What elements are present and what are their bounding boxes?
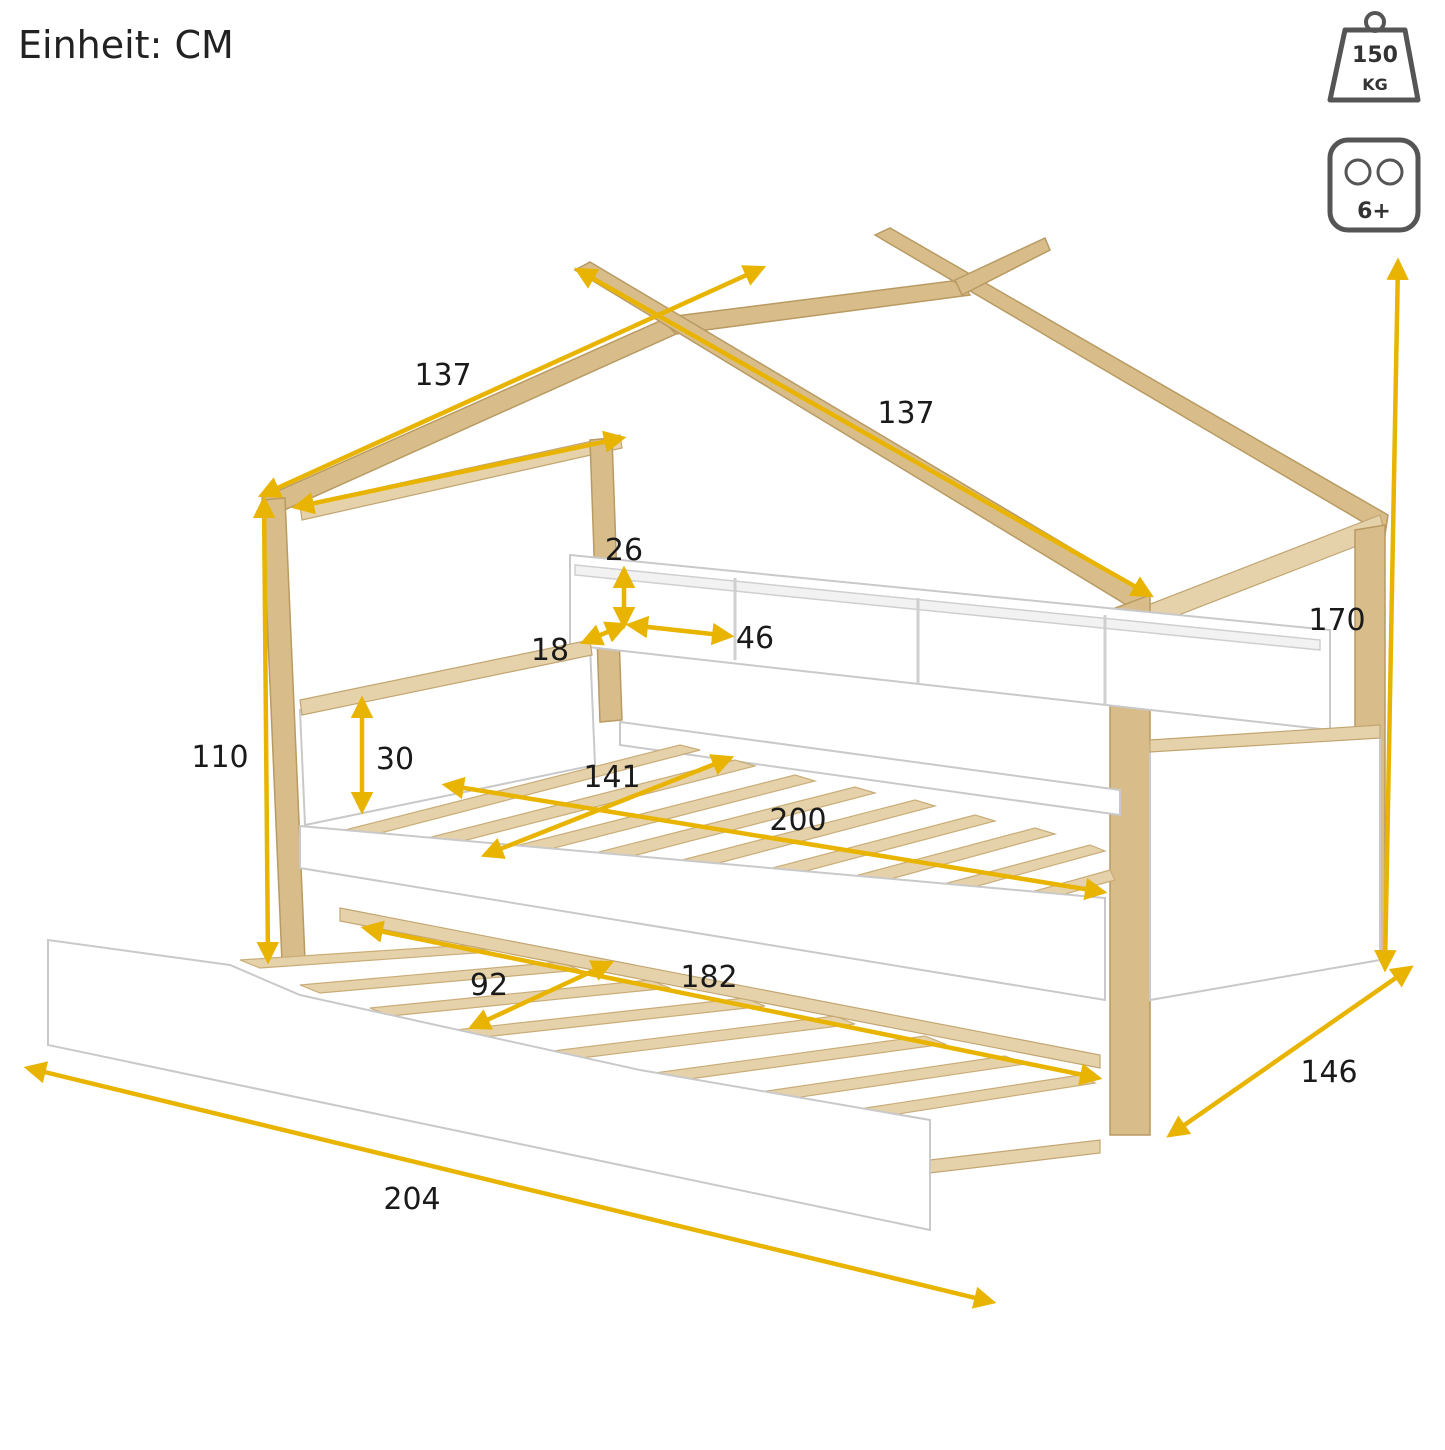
label-total-length: 204 — [383, 1182, 440, 1217]
arrow-total-width — [1166, 965, 1414, 1138]
label-side-panel-height: 30 — [376, 742, 414, 777]
dimension-arrows — [23, 257, 1414, 1309]
arrow-total-height — [1374, 257, 1409, 973]
unit-label: Einheit: CM — [18, 23, 234, 67]
weight-icon: 150 KG — [1327, 11, 1421, 103]
label-mattress-length: 200 — [769, 803, 826, 838]
arrow-mattress-length — [441, 776, 1108, 901]
arrow-roof-depth — [291, 430, 627, 515]
label-roof-right: 137 — [877, 396, 934, 431]
arrow-total-length — [23, 1061, 997, 1309]
label-shelf-height: 26 — [605, 533, 643, 568]
arrow-shelf-depth — [579, 621, 629, 646]
label-shelf-depth: 18 — [531, 633, 569, 668]
label-mattress-width: 141 — [583, 760, 640, 795]
weight-unit: KG — [1362, 75, 1388, 94]
label-trundle-length: 182 — [680, 960, 737, 995]
label-roof-left: 137 — [414, 358, 471, 393]
label-total-width: 146 — [1300, 1055, 1357, 1090]
label-total-height: 170 — [1308, 603, 1365, 638]
label-trundle-width: 92 — [470, 968, 508, 1003]
dimension-labels: 137 137 26 18 46 170 110 30 141 200 92 1… — [191, 358, 1365, 1217]
arrow-trundle-length — [360, 920, 1103, 1086]
children-age-icon: 6+ — [1327, 137, 1421, 233]
label-post-height: 110 — [191, 740, 248, 775]
label-shelf-width: 46 — [736, 621, 774, 656]
arrow-shelf-width — [625, 615, 735, 646]
weight-value: 150 — [1352, 43, 1398, 68]
arrow-post-height — [252, 495, 280, 965]
arrow-roof-right — [574, 267, 1154, 598]
age-label: 6+ — [1357, 199, 1391, 224]
bed-illustration — [47, 227, 1389, 1232]
